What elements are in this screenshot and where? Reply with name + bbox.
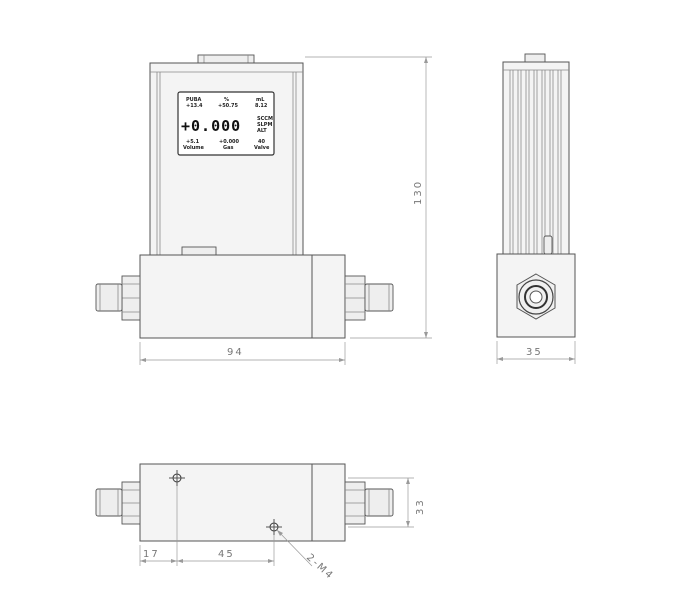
lcd-side-label-2: SLPM bbox=[257, 122, 272, 128]
bottom-left-fitting bbox=[95, 481, 141, 525]
dimension-bottom-depth-label: 33 bbox=[415, 498, 426, 515]
bottom-view: 2-M4 33 17 45 bbox=[95, 463, 426, 582]
lcd-top-mid-label: % bbox=[224, 97, 229, 103]
lcd-top-left-value: +13.4 bbox=[186, 103, 203, 109]
mounting-hole-1 bbox=[169, 470, 185, 486]
dimension-hole-positions: 17 45 bbox=[139, 486, 275, 566]
dimension-front-width: 94 bbox=[139, 342, 346, 365]
dimension-bottom-depth: 33 bbox=[348, 477, 426, 528]
left-fitting bbox=[95, 275, 141, 321]
front-view: PUBA +13.4 % +50.75 mL 8.12 +0.000 SCCM … bbox=[95, 54, 432, 365]
lcd-bottom-right-label: Valve bbox=[254, 145, 270, 151]
bottom-right-fitting bbox=[344, 481, 394, 525]
lcd-top-left-label: PUBA bbox=[186, 97, 202, 103]
lcd-top-mid-value: +50.75 bbox=[218, 103, 239, 109]
thread-callout-label: 2-M4 bbox=[304, 552, 336, 582]
bottom-body bbox=[139, 463, 346, 542]
dimension-height: 130 bbox=[305, 56, 432, 339]
mounting-hole-2 bbox=[266, 519, 282, 535]
lcd-screen bbox=[177, 91, 275, 156]
right-fitting bbox=[344, 275, 394, 321]
lcd-top-right-label: mL bbox=[256, 97, 265, 103]
lcd-side-label-3: ALT bbox=[257, 128, 267, 134]
dimension-hole-spacing-label: 45 bbox=[218, 549, 235, 560]
lcd-top-right-value: 8.12 bbox=[255, 103, 268, 109]
dimension-height-label: 130 bbox=[413, 180, 424, 205]
lcd-bottom-left-label: Volume bbox=[183, 145, 205, 151]
dimension-hole-offset-label: 17 bbox=[143, 549, 160, 560]
lcd-main-value: +0.000 bbox=[181, 117, 241, 135]
lcd-side-label-1: SCCM bbox=[257, 116, 273, 122]
dimension-front-width-label: 94 bbox=[227, 347, 244, 358]
dimension-side-width: 35 bbox=[496, 341, 576, 364]
lcd-bottom-left-value: +5.1 bbox=[186, 139, 200, 145]
flow-body bbox=[139, 254, 346, 339]
lcd-bottom-mid-label: Gas bbox=[223, 145, 233, 151]
side-knob bbox=[543, 235, 553, 255]
side-view: 35 bbox=[496, 53, 576, 364]
lcd-bottom-right-value: 40 bbox=[258, 139, 265, 145]
lcd-bottom-mid-value: +0.000 bbox=[219, 139, 240, 145]
dimension-side-width-label: 35 bbox=[526, 347, 543, 358]
